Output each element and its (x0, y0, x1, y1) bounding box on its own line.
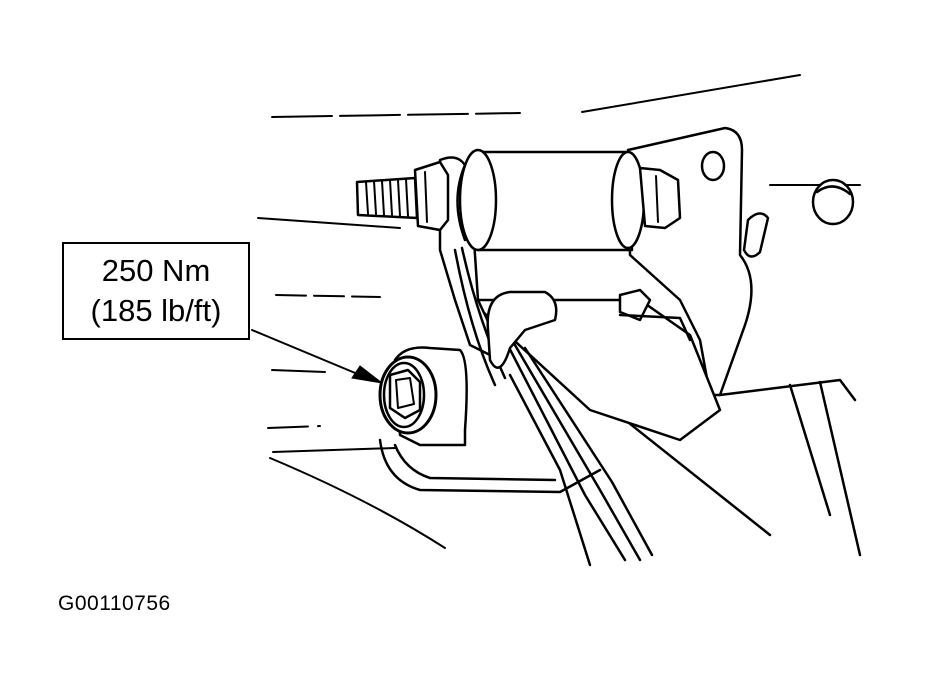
bracket-hole-top (700, 150, 726, 182)
frame-lower (718, 378, 857, 402)
torque-metric-label: 250 Nm (101, 253, 211, 288)
torque-imperial-label: (185 lb/ft) (90, 293, 222, 328)
bolt-icon (378, 355, 438, 435)
upper-bushing (456, 148, 646, 252)
spring-clip (486, 290, 558, 369)
bracket-slot (742, 212, 770, 258)
torque-callout-box: 250 Nm (185 lb/ft) (62, 242, 250, 340)
figure-id: G00110756 (58, 592, 171, 615)
nut-icon (638, 166, 682, 230)
frame-plug (811, 178, 855, 226)
bolt-icon (355, 176, 419, 220)
arrow-icon (351, 365, 383, 384)
leaf-spring (468, 288, 722, 567)
nut-icon (413, 160, 450, 232)
leader-line (251, 329, 361, 376)
